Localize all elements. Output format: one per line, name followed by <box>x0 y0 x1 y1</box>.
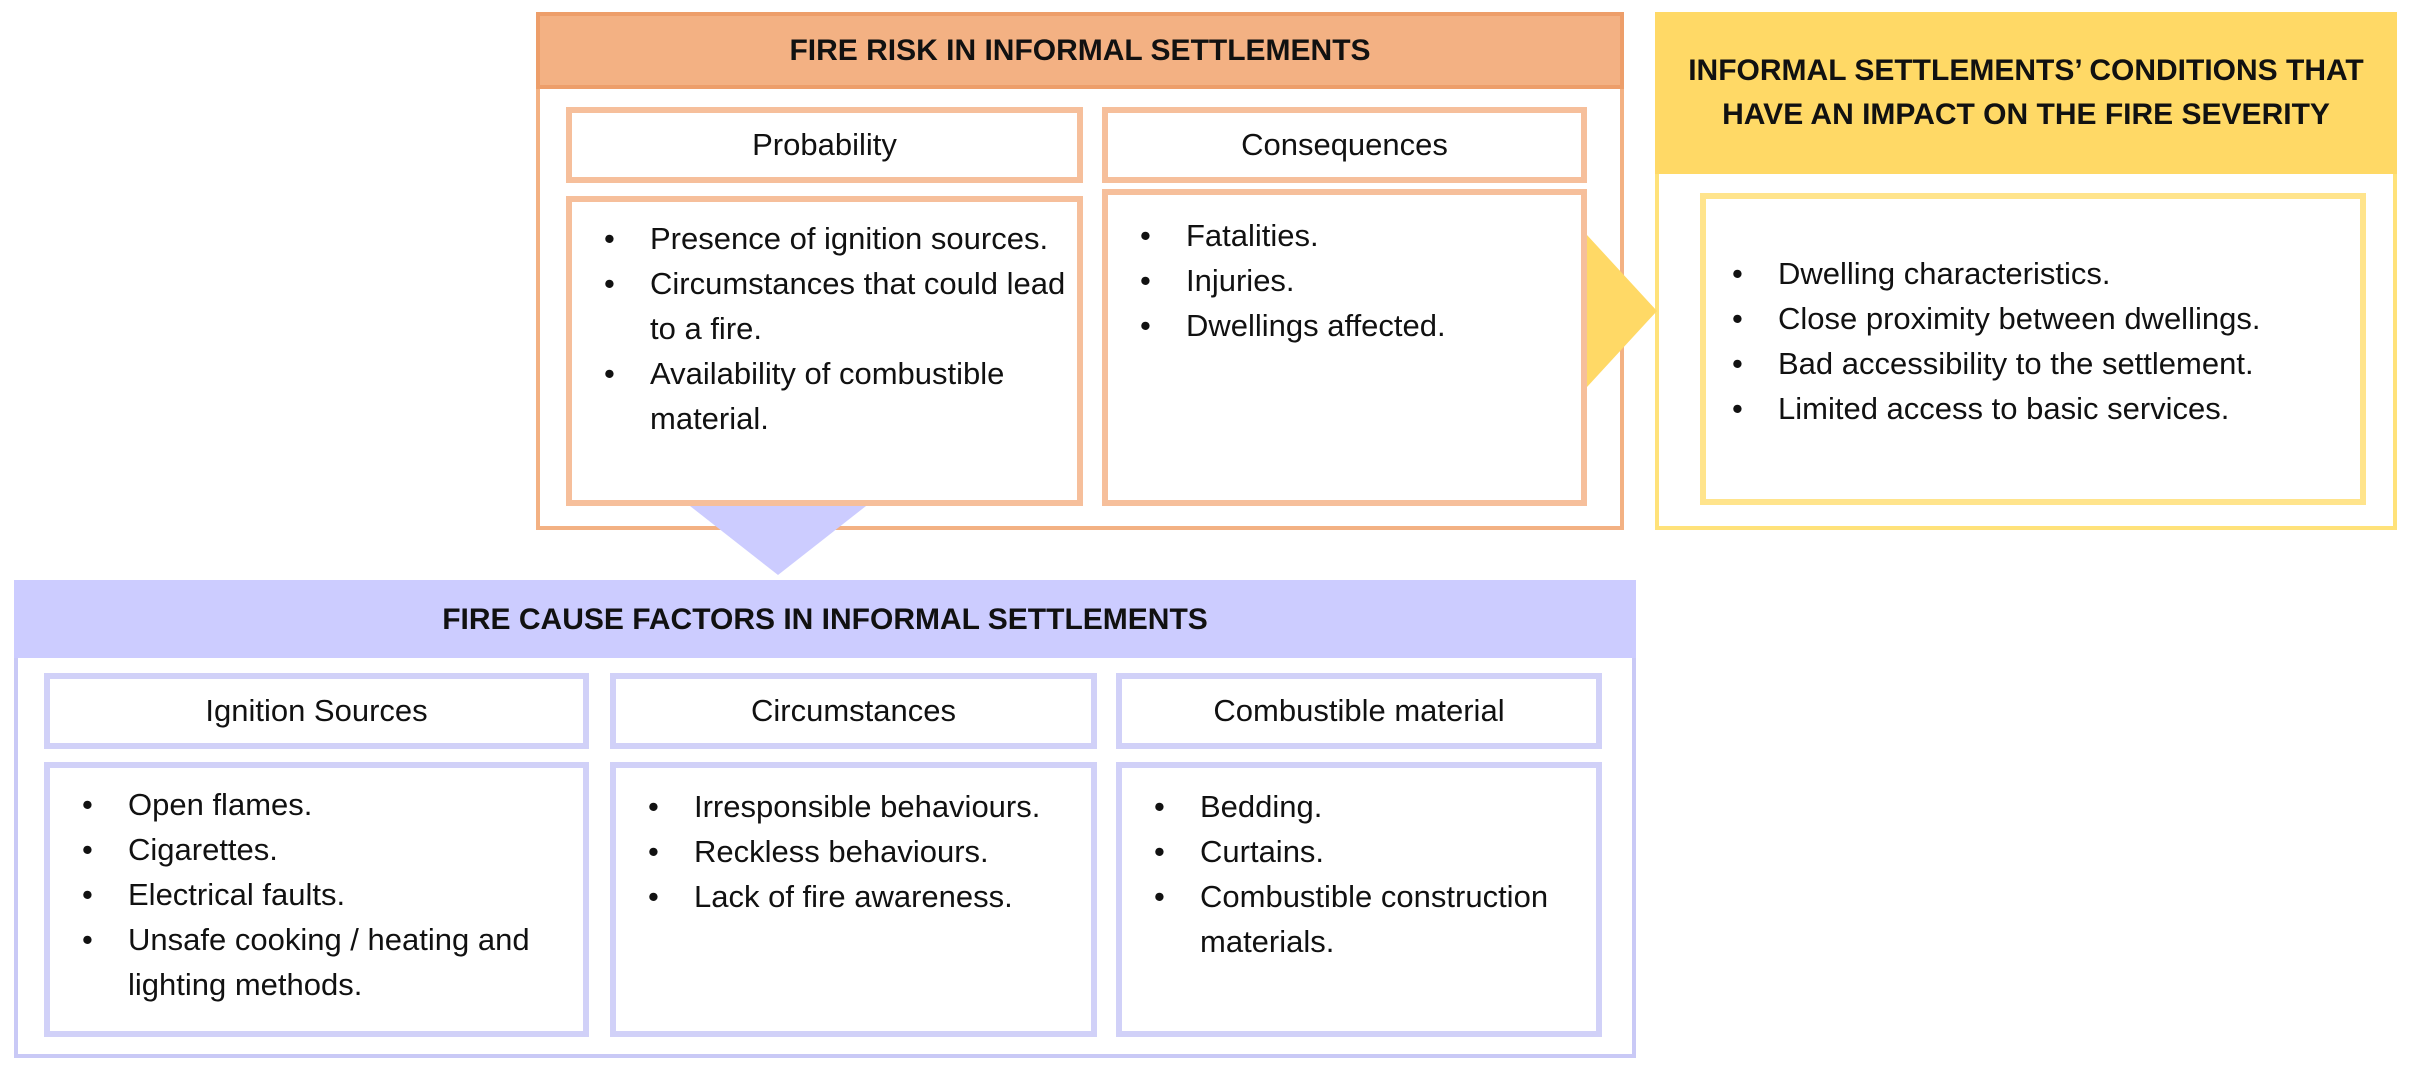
list-item: Lack of fire awareness. <box>648 874 1081 919</box>
list-item: Bad accessibility to the settlement. <box>1732 341 2350 386</box>
probability-list: Presence of ignition sources. Circumstan… <box>566 196 1083 506</box>
list-item: Fatalities. <box>1140 213 1571 258</box>
list-item: Cigarettes. <box>82 827 573 872</box>
list-item: Electrical faults. <box>82 872 573 917</box>
list-item: Circumstances that could lead to a fire. <box>604 261 1067 351</box>
consequences-list: Fatalities. Injuries. Dwellings affected… <box>1102 189 1587 506</box>
conditions-title: INFORMAL SETTLEMENTS’ CONDITIONS THAT HA… <box>1655 12 2397 174</box>
list-item: Dwelling characteristics. <box>1732 251 2350 296</box>
circumstances-list: Irresponsible behaviours. Reckless behav… <box>610 762 1097 1037</box>
circumstances-heading: Circumstances <box>610 673 1097 749</box>
list-item: Close proximity between dwellings. <box>1732 296 2350 341</box>
list-item: Unsafe cooking / heating and lighting me… <box>82 917 573 1007</box>
fire-causes-title: FIRE CAUSE FACTORS IN INFORMAL SETTLEMEN… <box>14 580 1636 658</box>
combustible-list: Bedding. Curtains. Combustible construct… <box>1116 762 1602 1037</box>
list-item: Irresponsible behaviours. <box>648 784 1081 829</box>
list-item: Combustible construction materials. <box>1154 874 1586 964</box>
list-item: Dwellings affected. <box>1140 303 1571 348</box>
arrow-to-conditions <box>1587 235 1657 387</box>
ignition-list: Open flames. Cigarettes. Electrical faul… <box>44 762 589 1037</box>
list-item: Reckless behaviours. <box>648 829 1081 874</box>
fire-risk-title: FIRE RISK IN INFORMAL SETTLEMENTS <box>536 12 1624 89</box>
combustible-heading: Combustible material <box>1116 673 1602 749</box>
consequences-heading: Consequences <box>1102 107 1587 183</box>
list-item: Presence of ignition sources. <box>604 216 1067 261</box>
conditions-list: Dwelling characteristics. Close proximit… <box>1700 193 2366 505</box>
list-item: Curtains. <box>1154 829 1586 874</box>
probability-heading: Probability <box>566 107 1083 183</box>
list-item: Limited access to basic services. <box>1732 386 2350 431</box>
ignition-heading: Ignition Sources <box>44 673 589 749</box>
list-item: Injuries. <box>1140 258 1571 303</box>
list-item: Bedding. <box>1154 784 1586 829</box>
list-item: Open flames. <box>82 782 573 827</box>
list-item: Availability of combustible material. <box>604 351 1067 441</box>
arrow-to-causes <box>690 506 866 575</box>
